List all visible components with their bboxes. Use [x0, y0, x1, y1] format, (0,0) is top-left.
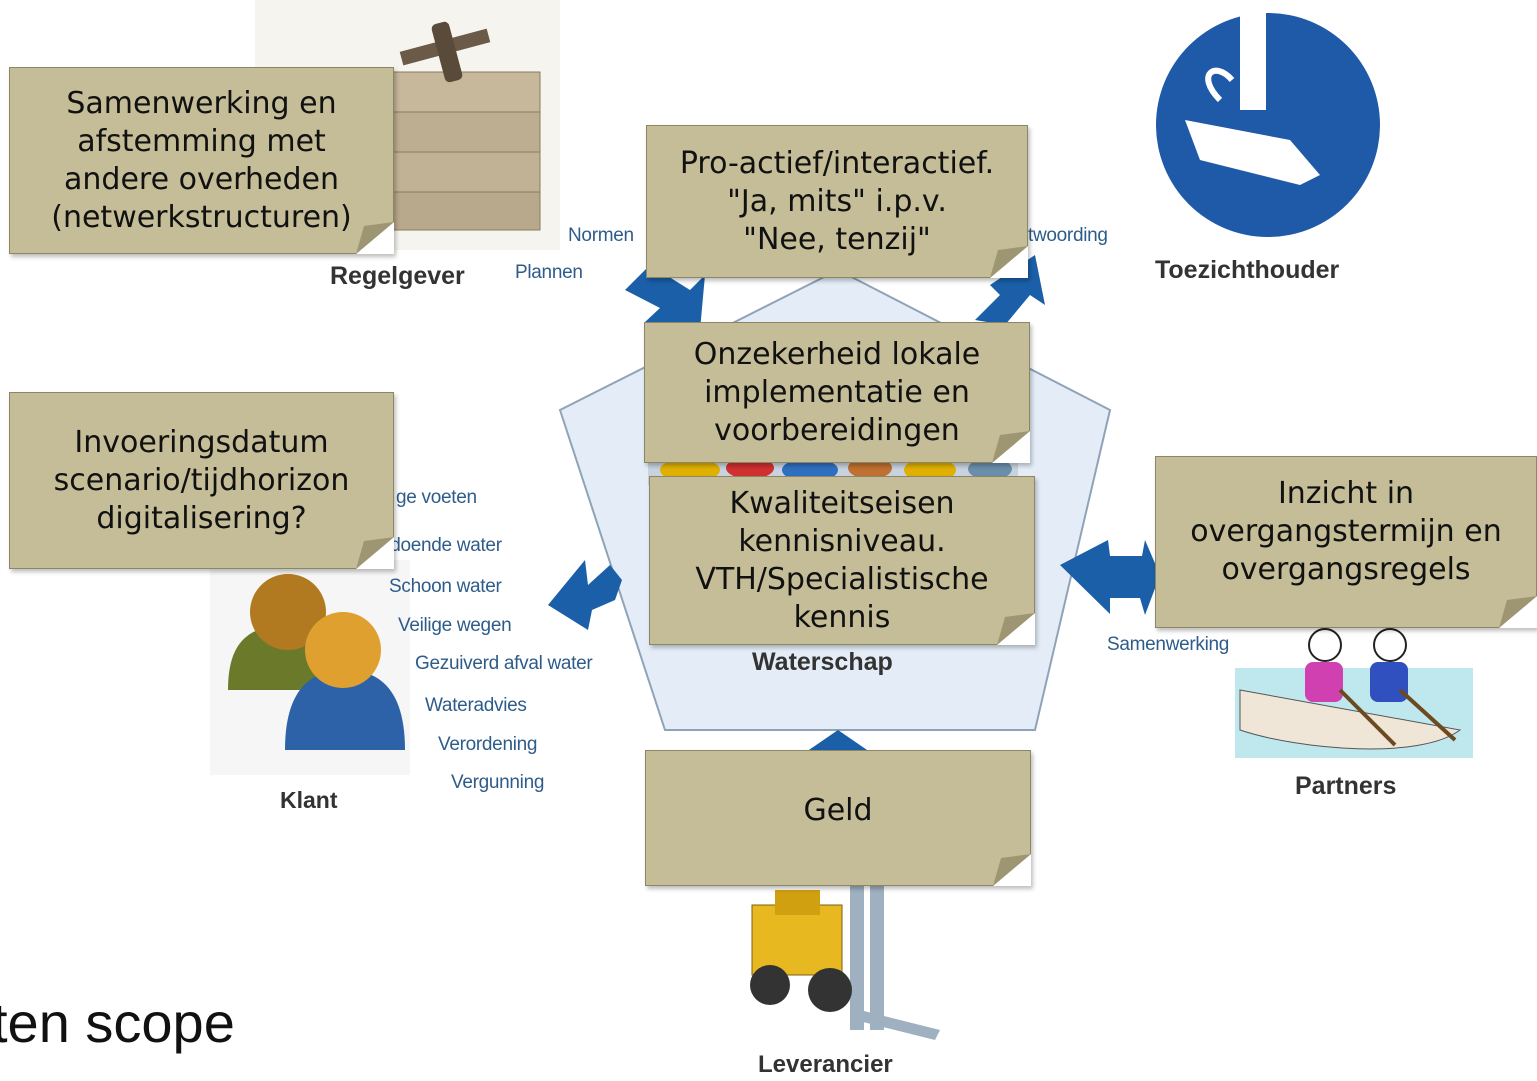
note-fold: [356, 222, 394, 254]
note-onzekerheid: Onzekerheid lokale implementatie en voor…: [644, 322, 1030, 463]
note-proactief: Pro-actief/interactief. "Ja, mits" i.p.v…: [646, 125, 1028, 278]
klant-item: Verordening: [438, 734, 538, 755]
note-geld: Geld: [645, 750, 1031, 886]
flow-plannen: Plannen: [515, 262, 583, 283]
toezichthouder-illustration: [1156, 10, 1380, 237]
label-leverancier: Leverancier: [758, 1051, 893, 1078]
klant-item: Vergunning: [451, 772, 545, 793]
note-fold: [356, 537, 394, 569]
arrow-leverancier: [806, 730, 870, 752]
partners-illustration: [1235, 628, 1473, 758]
note-fold: [992, 431, 1030, 463]
klant-item: oldoende water: [376, 535, 502, 556]
note-fold: [997, 613, 1035, 645]
label-regelgever: Regelgever: [330, 262, 465, 290]
flow-normen: Normen: [568, 225, 634, 246]
label-waterschap: Waterschap: [752, 648, 893, 676]
label-toezichthouder: Toezichthouder: [1155, 256, 1340, 284]
flow-samenwerking: Samenwerking: [1107, 634, 1230, 655]
leverancier-illustration: [750, 880, 940, 1040]
note-fold: [1499, 596, 1537, 628]
flow-verantwoording: twoording: [1028, 225, 1108, 246]
note-inzicht: Inzicht in overgangstermijn en overgangs…: [1155, 456, 1537, 628]
arrow-regelgever: [625, 265, 705, 330]
klant-item: Gezuiverd afval water: [415, 653, 593, 674]
note-samenwerking: Samenwerking en afstemming met andere ov…: [9, 67, 394, 254]
note-kwaliteit: Kwaliteitseisen kennisniveau. VTH/Specia…: [649, 476, 1035, 645]
label-partners: Partners: [1295, 772, 1397, 800]
label-klant: Klant: [280, 787, 338, 813]
klant-item: Veilige wegen: [398, 615, 512, 636]
klant-item: Schoon water: [389, 576, 502, 597]
arrow-klant: [548, 560, 622, 630]
scope-text: ten scope: [0, 991, 235, 1054]
note-fold: [990, 246, 1028, 278]
klant-item: Wateradvies: [425, 695, 527, 716]
klant-illustration: [210, 560, 410, 775]
note-fold: [993, 854, 1031, 886]
note-invoering: Invoeringsdatum scenario/tijdhorizon dig…: [9, 392, 394, 569]
klant-item: ge voeten: [396, 487, 477, 508]
arrow-partners: [1060, 540, 1160, 615]
